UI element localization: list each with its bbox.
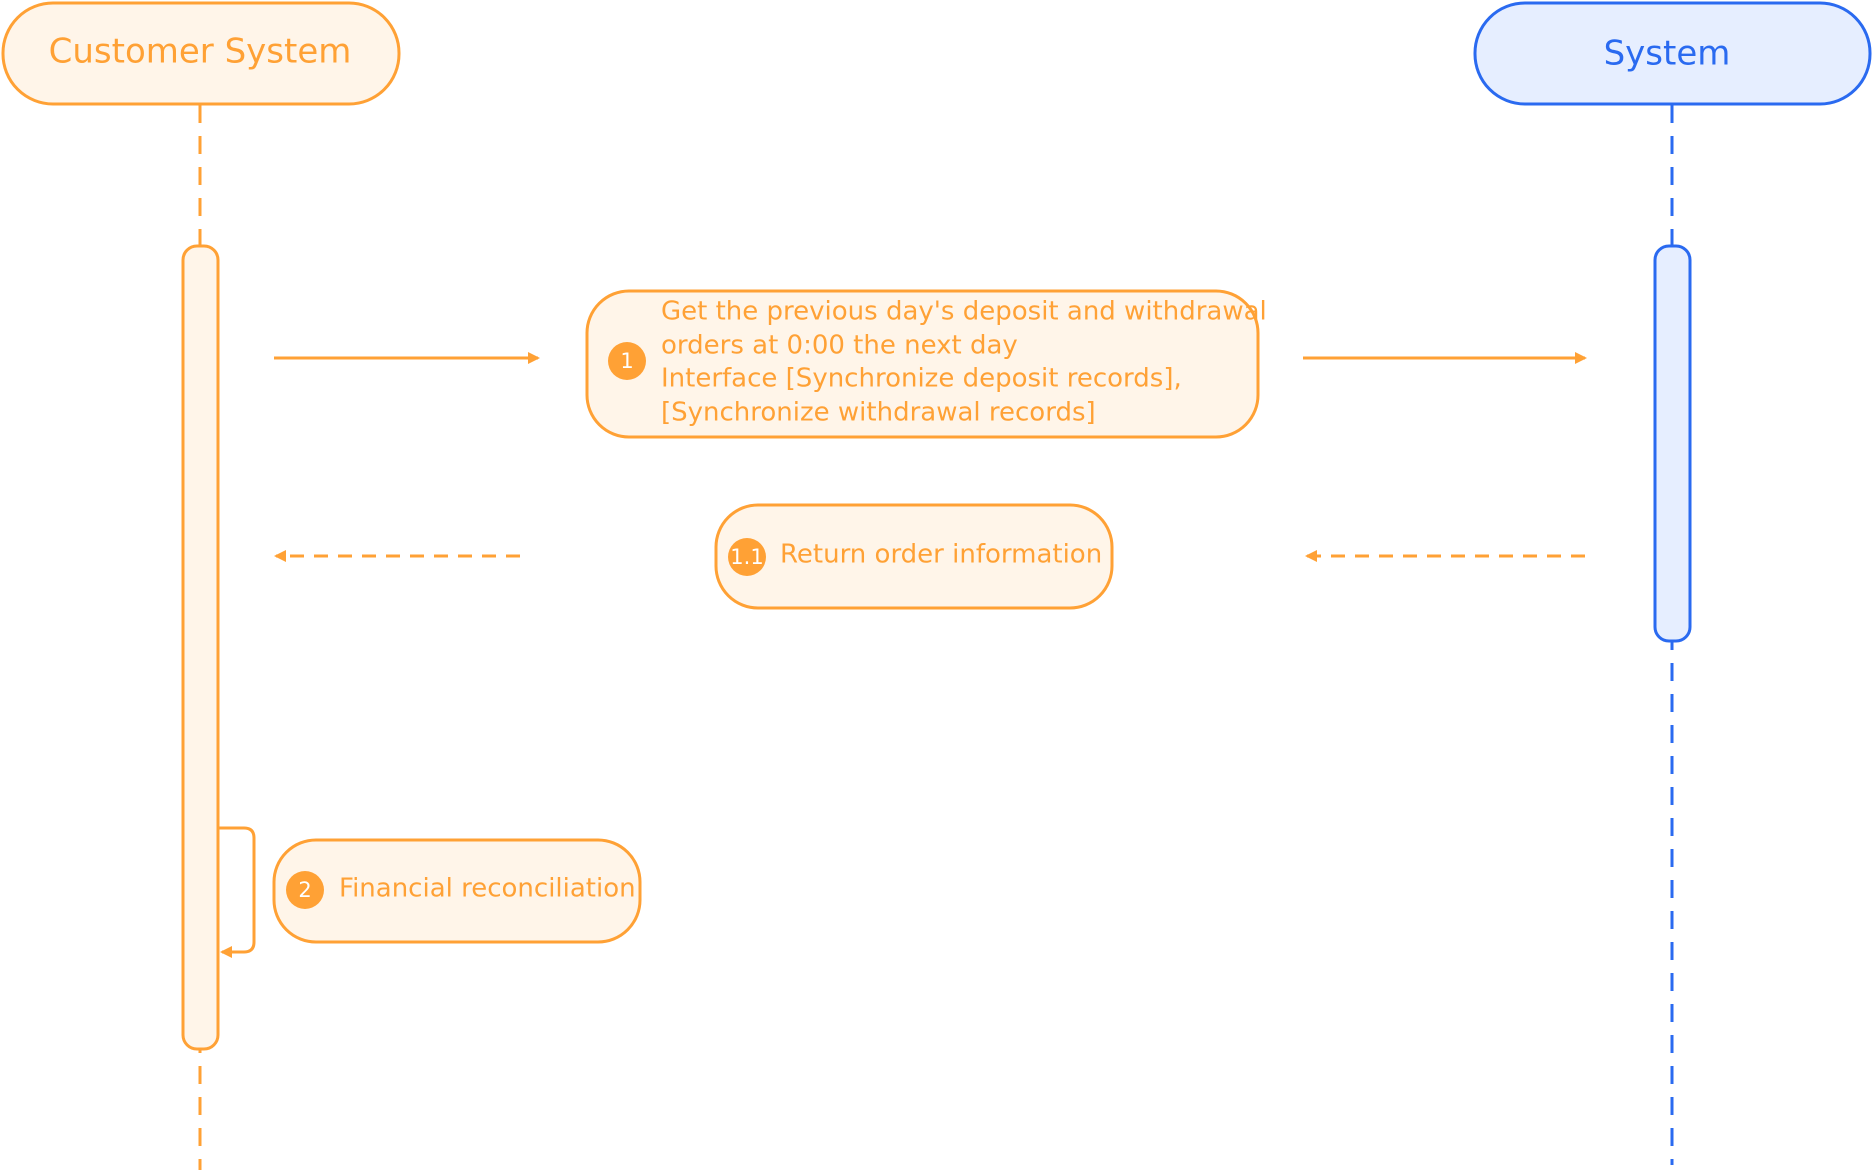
message-text-line: Interface [Synchronize deposit records],	[661, 364, 1182, 394]
participant-label: Customer System	[49, 32, 352, 72]
message-text-line: orders at 0:00 the next day	[661, 331, 1018, 361]
step-badge	[728, 538, 766, 576]
activation-bar-system	[1653, 244, 1692, 643]
participant-customer-system: Customer System	[1, 1, 401, 106]
message-text-line: Financial reconciliation	[339, 874, 636, 904]
step-badge	[286, 871, 324, 909]
message-text-line: Get the previous day's deposit and withd…	[661, 297, 1267, 327]
message-label-box	[585, 289, 1260, 439]
participant-label: System	[1604, 34, 1731, 74]
message-1-1: 1.1 Return order information	[274, 503, 1585, 610]
message-2: 2 Financial reconciliation	[218, 826, 642, 958]
step-badge-label: 1.1	[730, 545, 763, 569]
step-badge-label: 2	[298, 878, 311, 902]
message-label-box	[714, 503, 1114, 610]
step-badge-label: 1	[620, 349, 633, 373]
participant-system: System	[1473, 1, 1872, 106]
message-text-line: [Synchronize withdrawal records]	[661, 398, 1096, 428]
message-label-box	[272, 838, 642, 944]
activation-bar-customer-system	[181, 244, 220, 1051]
self-call-arrow	[218, 826, 256, 958]
message-text-line: Return order information	[780, 540, 1102, 570]
message-1: 1 Get the previous day's deposit and wit…	[274, 289, 1587, 439]
step-badge	[608, 342, 646, 380]
